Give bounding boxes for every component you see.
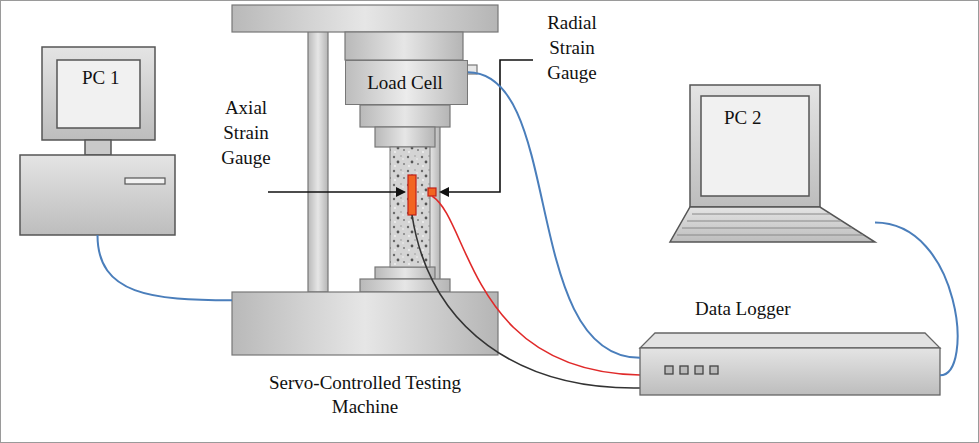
computer-node: PC 2 bbox=[670, 85, 875, 245]
computer-node: PC 1 bbox=[20, 47, 175, 235]
node-text: PC 1 bbox=[82, 66, 152, 90]
data-cable bbox=[98, 235, 233, 300]
data-cable bbox=[875, 223, 958, 376]
data-logger-box bbox=[640, 333, 940, 395]
desktop-computer bbox=[20, 47, 175, 235]
arrowhead bbox=[396, 187, 406, 197]
node-text: PC 2 bbox=[724, 106, 794, 130]
radial-gauge-wire bbox=[432, 196, 640, 375]
node-text: Data Logger bbox=[695, 297, 845, 321]
arrowhead bbox=[439, 187, 449, 197]
data-logger-node: Data Logger bbox=[640, 295, 940, 398]
data-cable bbox=[468, 72, 640, 358]
callout-label: Axial Strain Gauge bbox=[210, 95, 282, 170]
testing-machine-frame bbox=[232, 5, 498, 355]
radial-strain-gauge bbox=[428, 188, 436, 196]
axial-gauge-wire bbox=[412, 215, 640, 388]
laptop-computer bbox=[670, 85, 875, 242]
rock-specimen bbox=[390, 147, 430, 267]
callout-label: Radial Strain Gauge bbox=[536, 10, 608, 85]
machine-node: Servo-Controlled Testing MachineLoad Cel… bbox=[232, 5, 498, 415]
node-text: Servo-Controlled Testing Machine bbox=[265, 371, 465, 419]
axial-strain-gauge bbox=[408, 175, 416, 215]
load-cell-box: Load Cell bbox=[345, 60, 468, 105]
node-text: Load Cell bbox=[346, 71, 464, 95]
axial-leader bbox=[268, 191, 398, 193]
